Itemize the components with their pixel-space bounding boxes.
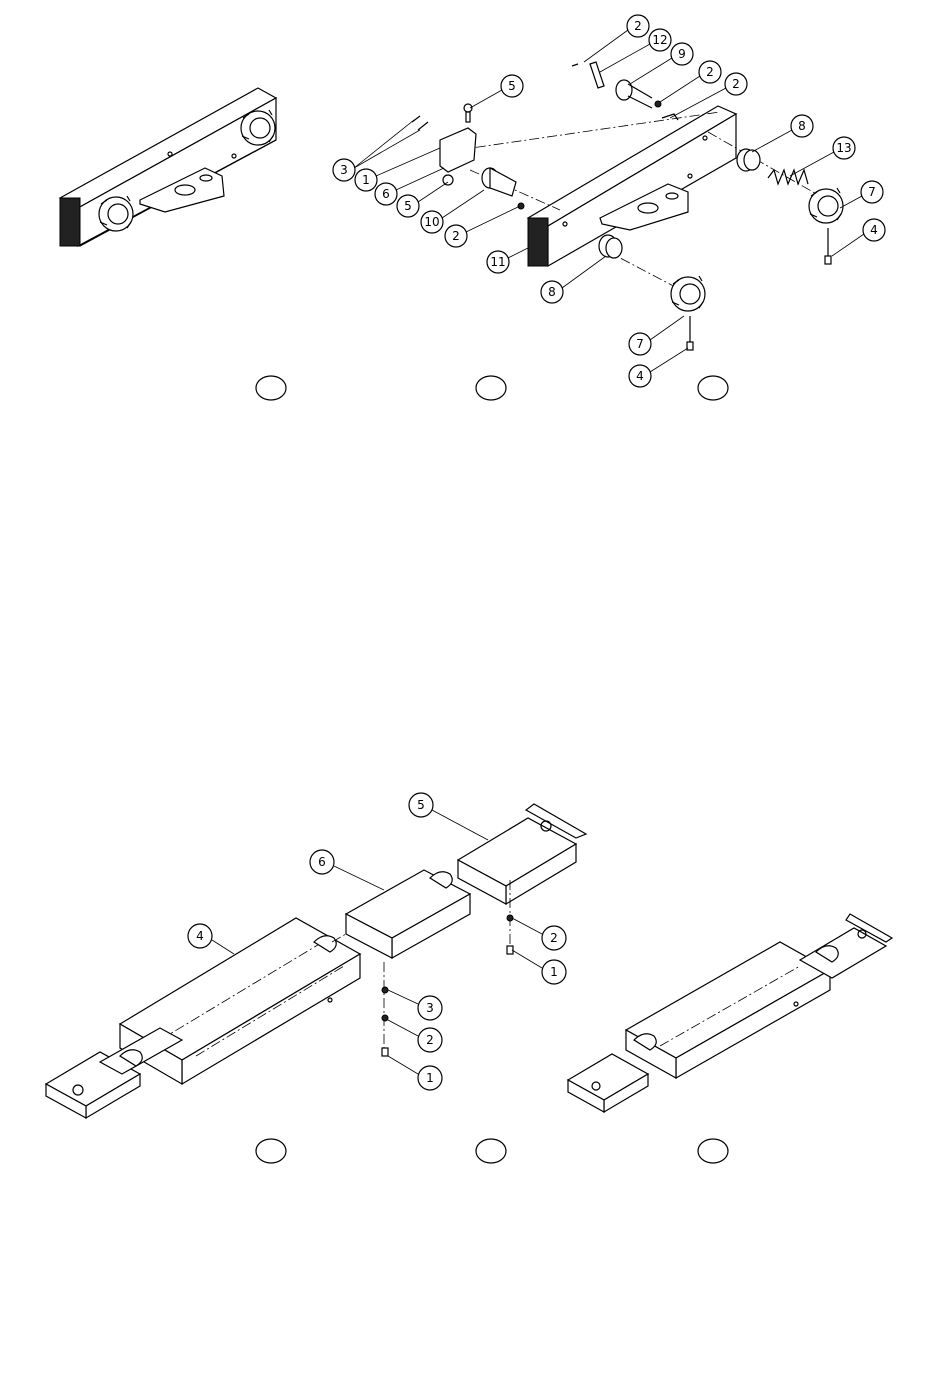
svg-text:8: 8 (548, 285, 556, 299)
callout-top-2a: 2 (584, 15, 649, 62)
view-marker-top-a (256, 376, 286, 400)
bottom-figure: 5 6 4 2 1 3 2 1 (46, 793, 892, 1163)
assembled-crossbar-view (60, 88, 276, 246)
callout-top-5a: 5 (470, 75, 523, 108)
knob-right (241, 110, 275, 145)
svg-text:11: 11 (490, 255, 505, 269)
svg-text:3: 3 (340, 163, 348, 177)
svg-text:7: 7 (868, 185, 876, 199)
svg-text:5: 5 (404, 199, 412, 213)
svg-text:2: 2 (426, 1033, 434, 1047)
svg-text:2: 2 (452, 229, 460, 243)
view-marker-top-b (476, 376, 506, 400)
callout-top-5b: 5 (397, 182, 448, 217)
svg-text:6: 6 (318, 855, 326, 869)
callout-top-13: 13 (790, 137, 855, 176)
svg-text:8: 8 (798, 119, 806, 133)
svg-text:2: 2 (634, 19, 642, 33)
view-marker-bottom-a (256, 1139, 286, 1163)
exploded-crossbar-view (412, 62, 843, 350)
callout-top-7b: 7 (629, 316, 684, 355)
svg-text:13: 13 (836, 141, 851, 155)
view-marker-bottom-b (476, 1139, 506, 1163)
callout-top-11: 11 (487, 248, 528, 273)
svg-text:5: 5 (508, 79, 516, 93)
callout-bottom-1b: 1 (388, 1056, 442, 1090)
callout-top-8a: 8 (752, 115, 813, 152)
svg-text:2: 2 (550, 931, 558, 945)
svg-text:4: 4 (196, 929, 204, 943)
svg-text:4: 4 (636, 369, 644, 383)
callout-top-4a: 4 (832, 219, 885, 256)
callout-bottom-2b: 2 (388, 1020, 442, 1052)
svg-text:3: 3 (426, 1001, 434, 1015)
callout-bottom-5: 5 (409, 793, 488, 840)
svg-text:6: 6 (382, 187, 390, 201)
top-figure: 2 12 9 2 2 5 8 13 3 1 6 5 10 2 11 7 4 8 … (60, 15, 885, 400)
callout-bottom-3: 3 (388, 990, 442, 1020)
svg-text:4: 4 (870, 223, 878, 237)
svg-text:1: 1 (362, 173, 370, 187)
callout-bottom-2a: 2 (512, 918, 566, 950)
callout-top-2d: 2 (445, 206, 520, 247)
svg-text:9: 9 (678, 47, 686, 61)
svg-text:5: 5 (417, 798, 425, 812)
svg-text:2: 2 (706, 65, 714, 79)
svg-text:10: 10 (424, 215, 439, 229)
knob-exploded-bottom (671, 276, 705, 350)
callout-top-1: 1 (355, 148, 440, 191)
svg-text:1: 1 (550, 965, 558, 979)
rail-part-6 (332, 870, 470, 958)
bushing-bottom (599, 235, 622, 258)
callout-bottom-1a: 1 (512, 950, 566, 984)
view-marker-bottom-c (698, 1139, 728, 1163)
knob-exploded-right (809, 188, 843, 264)
svg-text:2: 2 (732, 77, 740, 91)
knob-left (99, 196, 133, 231)
spring (768, 170, 808, 184)
bushing-right (737, 149, 760, 171)
svg-text:1: 1 (426, 1071, 434, 1085)
callout-bottom-4: 4 (188, 924, 234, 954)
callout-top-7a: 7 (840, 181, 883, 208)
rail-part-5 (458, 804, 586, 904)
assembled-slide-view (568, 914, 892, 1112)
callout-top-3: 3 (333, 120, 420, 181)
svg-text:7: 7 (636, 337, 644, 351)
view-marker-top-c (698, 376, 728, 400)
callout-bottom-6: 6 (310, 850, 384, 890)
svg-text:12: 12 (652, 33, 667, 47)
